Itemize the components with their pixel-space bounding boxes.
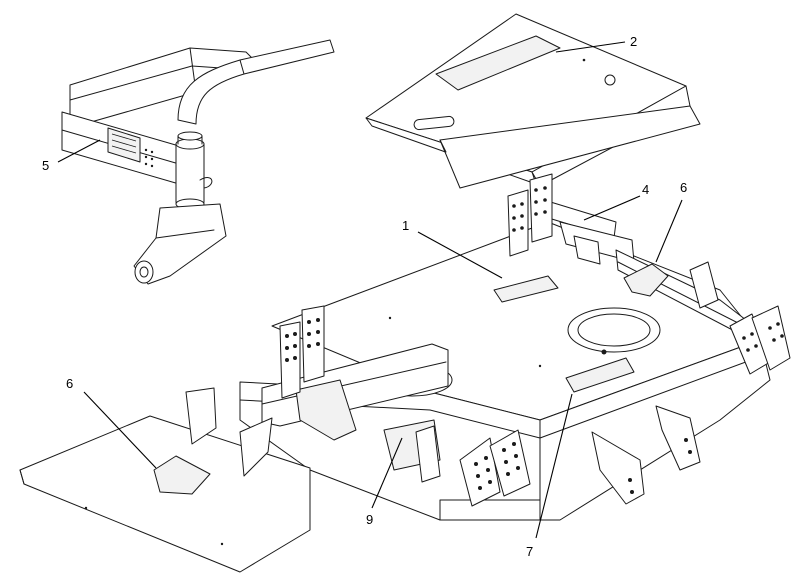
callout-4: 4 [642,182,649,197]
front-frame-rail [261,305,531,507]
leader-1 [417,231,503,279]
callout-2: 2 [630,34,637,49]
arrow-decal-left [153,455,211,495]
arrow-decal-right [623,263,669,297]
callout-6-left: 6 [66,376,73,391]
leader-9 [371,437,403,509]
yoke-bracket [133,203,227,285]
left-mount-plates [279,305,325,399]
leader-lines [57,41,683,539]
callout-1: 1 [402,218,409,233]
top-cover-hole [604,74,616,86]
top-cover-slot [413,115,455,131]
callout-9: 9 [366,512,373,527]
leader-6-left [83,391,157,469]
handle-pivot-inset [61,39,335,285]
callout-5: 5 [42,158,49,173]
front-mount-plates [459,429,531,507]
top-cover-decal [435,35,561,91]
top-cover-plate [365,13,701,189]
upper-tube [69,47,253,129]
frame-baffle [295,379,357,441]
leader-6-right [655,199,683,263]
separate-brackets-right [591,405,701,505]
deck-decal-1 [493,275,559,303]
leader-7 [535,393,573,539]
deck-decal-7 [565,357,635,393]
handle-bar [177,39,335,125]
callout-6-right: 6 [680,180,687,195]
pivot-cylinder [175,144,205,209]
rear-frame-bracket [507,173,791,375]
lower-left-plate [19,387,311,573]
decal-plate [107,127,141,163]
leader-2 [555,41,626,53]
callout-labels: 1 2 4 5 6 6 7 9 [42,34,687,559]
callout-7: 7 [526,544,533,559]
decal-dots [144,148,154,168]
leader-4 [583,195,641,221]
leader-5 [57,139,101,163]
